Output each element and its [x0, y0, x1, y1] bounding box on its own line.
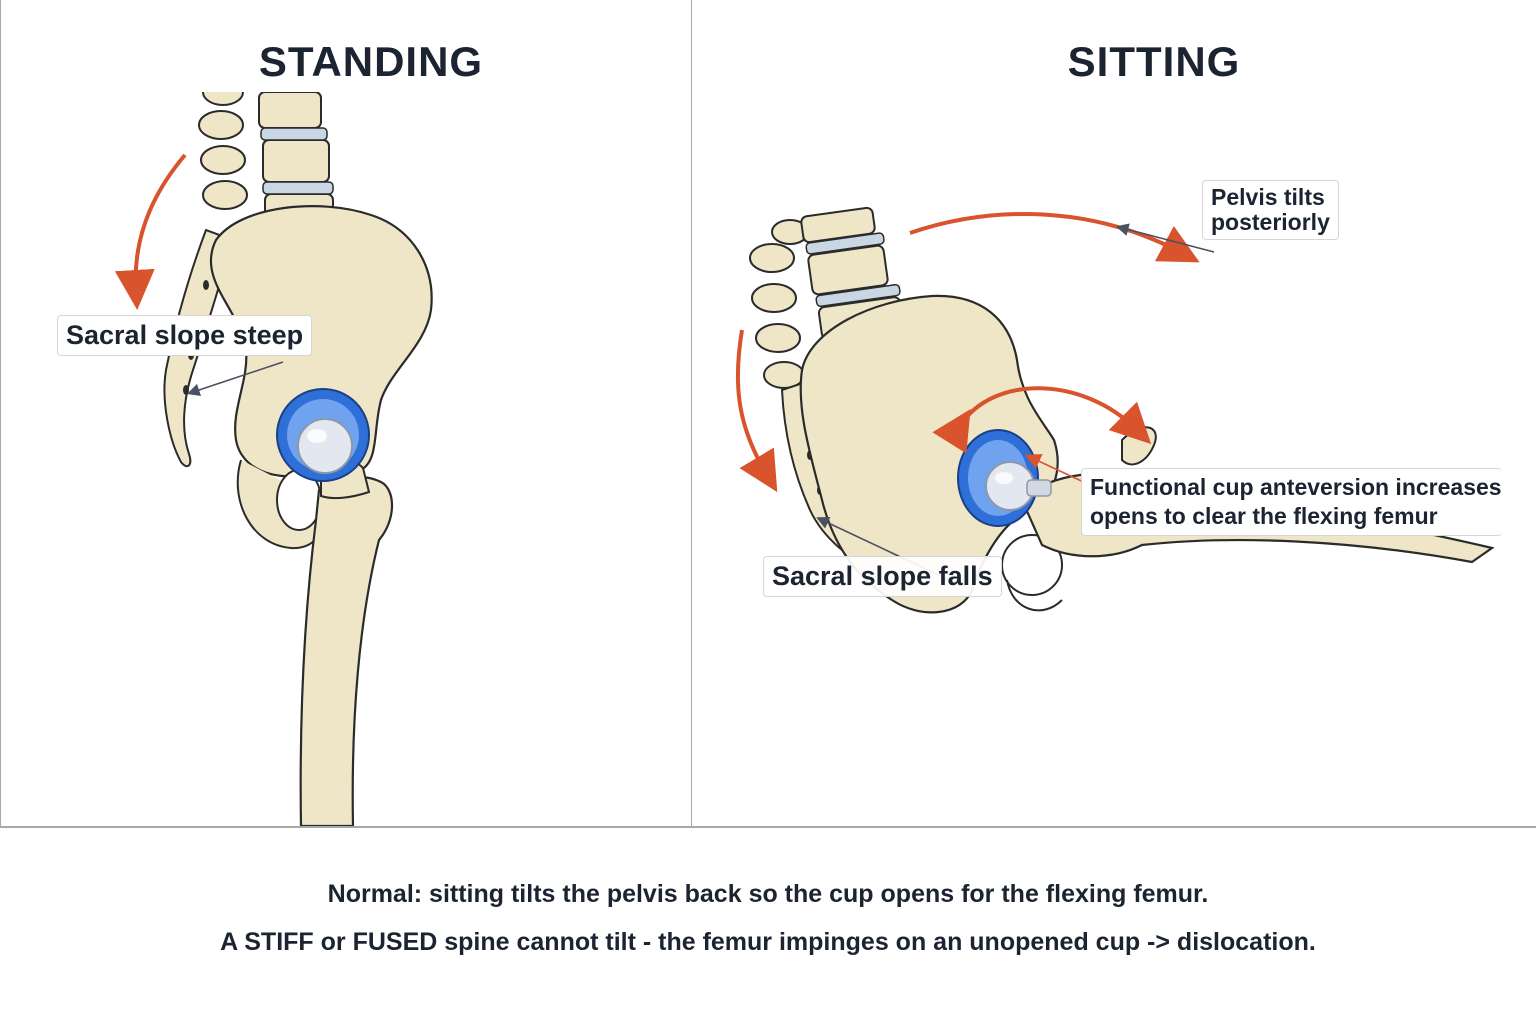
spinous-processes — [198, 78, 248, 210]
caption-line-1: Normal: sitting tilts the pelvis back so… — [327, 880, 1209, 908]
standing-title: STANDING — [258, 38, 484, 85]
standing-panel: STANDING Sacral slope steep — [0, 0, 691, 828]
pelvis — [209, 205, 433, 478]
pelvic-tilt-arrow-standing — [114, 153, 187, 310]
cup-rotation-arrow — [932, 386, 1152, 454]
pelvic-tilt-arrow-top — [909, 212, 1200, 263]
spinous-processes-sitting — [749, 219, 809, 389]
acetabular-cup-standing — [276, 388, 370, 482]
lumbar-vertebrae — [258, 91, 334, 225]
acetabular-cup-sitting — [957, 429, 1052, 527]
pelvis-tilts-line-2: posteriorly — [1211, 209, 1330, 235]
sitting-panel: SITTING Pelvis tilts posteriorly Functio… — [691, 0, 1536, 828]
sacral-slope-falls-callout: Sacral slope falls — [763, 556, 1002, 597]
cup-anteversion-line-2: opens to clear the flexing femur — [1090, 503, 1438, 529]
intervertebral-discs-sitting — [805, 232, 901, 308]
sitting-title-band — [992, 0, 1312, 92]
sitting-title: SITTING — [1067, 38, 1241, 85]
pelvis-tilts-line-1: Pelvis tilts — [1211, 184, 1325, 210]
cup-anteversion-callout: Functional cup anteversion increases ope… — [1081, 468, 1502, 536]
sacral-rotation-arrow — [735, 329, 778, 493]
sacral-slope-steep-callout: Sacral slope steep — [57, 315, 313, 356]
intervertebral-discs — [260, 127, 334, 195]
femur — [299, 475, 394, 826]
pelvis-tilts-callout: Pelvis tilts posteriorly — [1202, 180, 1339, 240]
caption-line-2: A STIFF or FUSED spine cannot tilt - the… — [220, 928, 1316, 956]
standing-illustration — [114, 78, 433, 826]
cup-anteversion-line-1: Functional cup anteversion increases — [1090, 474, 1502, 500]
standing-title-band — [201, 0, 501, 92]
sitting-illustration — [735, 206, 1495, 614]
